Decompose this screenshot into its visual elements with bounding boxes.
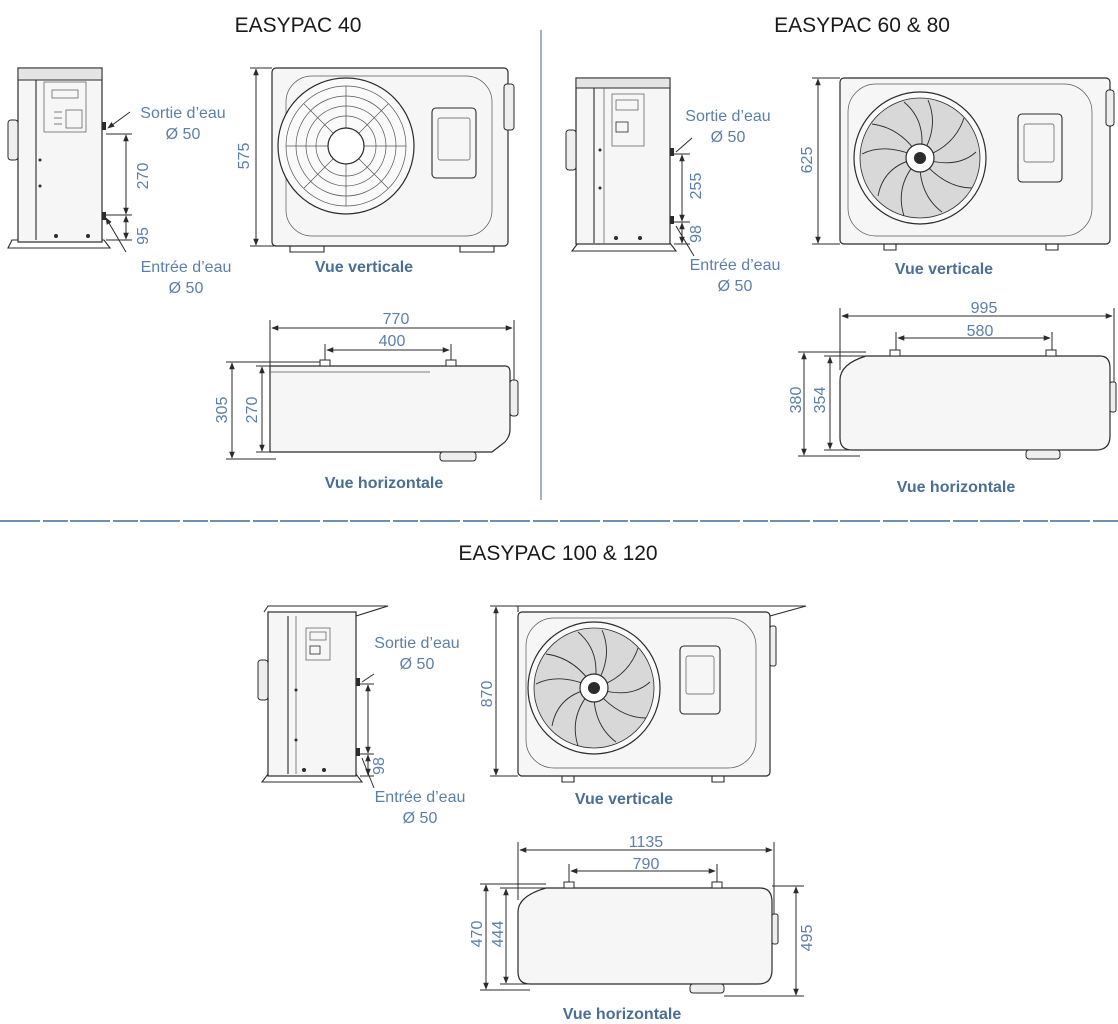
front-view: 575 Vue verticale xyxy=(236,67,515,276)
top-view-caption: Vue horizontale xyxy=(897,479,1016,496)
dim-outlet-to-inlet: 255 xyxy=(688,173,705,200)
dim-front-height: 870 xyxy=(479,681,496,708)
front-view-caption: Vue verticale xyxy=(895,261,993,278)
water-inlet-label: Entrée d’eau xyxy=(141,259,232,276)
dim-top-depth-right: 495 xyxy=(799,925,816,952)
water-inlet-label: Entrée d’eau xyxy=(690,257,781,274)
dim-top-depth-inner: 444 xyxy=(490,921,507,948)
top-view-caption: Vue horizontale xyxy=(563,1006,682,1023)
water-outlet-diameter: Ø 50 xyxy=(400,656,435,673)
water-inlet-leader xyxy=(105,217,127,253)
dim-top-depth-inner: 354 xyxy=(812,387,829,414)
water-outlet-leader xyxy=(107,111,131,129)
side-view: Sortie d’eau Ø 50 255 98 Entrée d’eau Ø … xyxy=(565,77,781,295)
water-outlet-label: Sortie d’eau xyxy=(374,635,459,652)
dim-top-depth-outer: 380 xyxy=(788,387,805,414)
dim-top-depth-inner: 270 xyxy=(244,397,261,424)
dim-front-height: 575 xyxy=(236,143,253,170)
dim-top-width: 995 xyxy=(971,300,998,317)
water-outlet-label: Sortie d’eau xyxy=(140,105,225,122)
model-easypac-60-80: EASYPAC 60 & 80 Sortie d’eau Ø 50 25 xyxy=(565,14,1117,496)
front-view: 870 Vue verticale xyxy=(479,605,807,808)
water-outlet-label: Sortie d’eau xyxy=(685,108,770,125)
water-outlet-diameter: Ø 50 xyxy=(711,129,746,146)
water-inlet-diameter: Ø 50 xyxy=(718,278,753,295)
top-view: 1135 790 470 444 495 Vue horizontale xyxy=(469,834,816,1023)
model-title: EASYPAC 60 & 80 xyxy=(774,14,950,37)
front-view-caption: Vue verticale xyxy=(315,259,413,276)
top-view: 770 400 305 270 Vue horizontale xyxy=(214,311,519,492)
dim-top-feet: 790 xyxy=(633,856,660,873)
water-inlet-label: Entrée d’eau xyxy=(375,789,466,806)
water-inlet-diameter: Ø 50 xyxy=(169,280,204,297)
dim-top-feet: 400 xyxy=(379,333,406,350)
top-view-caption: Vue horizontale xyxy=(325,475,444,492)
model-title: EASYPAC 40 xyxy=(235,14,362,37)
dim-outlet-to-inlet: 270 xyxy=(135,163,152,190)
dim-top-depth-outer: 470 xyxy=(469,921,486,948)
dim-inlet-height: 98 xyxy=(371,757,388,775)
dim-top-width: 1135 xyxy=(629,834,664,851)
dim-front-height: 625 xyxy=(799,147,816,174)
front-view-caption: Vue verticale xyxy=(575,791,673,808)
side-view: Sortie d’eau Ø 50 98 Entrée d’eau Ø 50 xyxy=(257,605,466,827)
model-title: EASYPAC 100 & 120 xyxy=(458,542,657,565)
dim-inlet-height: 98 xyxy=(688,225,705,243)
water-inlet-diameter: Ø 50 xyxy=(403,810,438,827)
top-view: 995 580 380 354 Vue horizontale xyxy=(788,300,1117,496)
model-easypac-40: EASYPAC 40 Sortie d’eau Ø 50 270 xyxy=(7,14,519,492)
water-outlet-diameter: Ø 50 xyxy=(166,126,201,143)
front-view: 625 Vue verticale xyxy=(799,77,1115,278)
dim-top-feet: 580 xyxy=(967,323,994,340)
dim-top-width: 770 xyxy=(383,311,410,328)
dim-inlet-height: 95 xyxy=(135,227,152,245)
dim-top-depth-outer: 305 xyxy=(214,397,231,424)
side-view: Sortie d’eau Ø 50 270 95 Entrée d’eau Ø … xyxy=(7,67,232,297)
model-easypac-100-120: EASYPAC 100 & 120 Sortie d’eau Ø 50 xyxy=(257,542,816,1023)
